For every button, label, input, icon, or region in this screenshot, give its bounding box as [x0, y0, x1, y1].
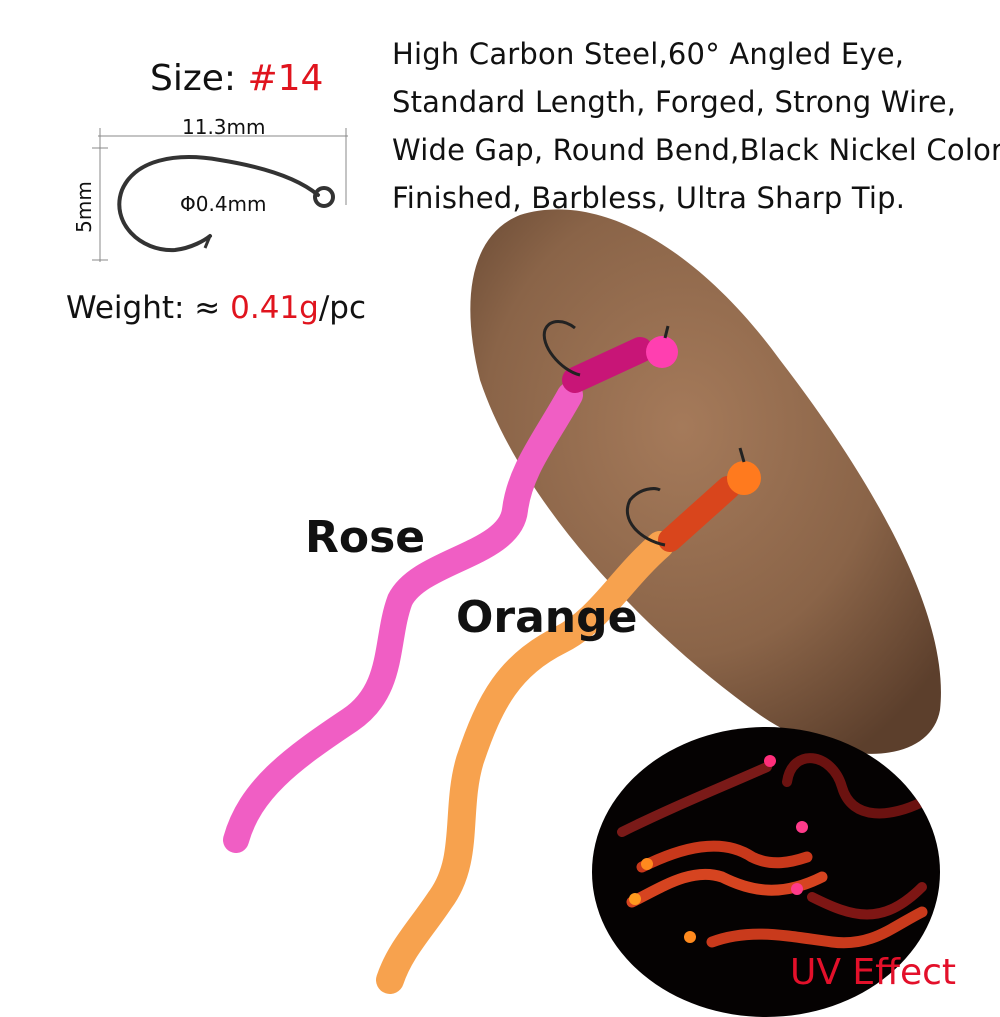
weight-value: 0.41g: [230, 290, 319, 326]
description-line: High Carbon Steel,60° Angled Eye,: [392, 37, 905, 71]
length-dimension: 11.3mm: [182, 115, 266, 139]
rose-bead-head: [646, 336, 678, 368]
orange-hook: [626, 447, 746, 547]
weight-label: Weight: ≈ 0.41g/pc: [66, 290, 366, 326]
size-prefix: Size:: [150, 58, 248, 99]
rose-label: Rose: [305, 512, 426, 563]
uv-worm: [782, 753, 927, 819]
description-line: Standard Length, Forged, Strong Wire,: [392, 85, 957, 119]
weight-suffix: /pc: [318, 290, 367, 326]
uv-effect-inset: [592, 727, 940, 1017]
orange-worm: [376, 531, 674, 994]
uv-worm: [706, 906, 928, 949]
uv-worm: [636, 840, 813, 873]
description-line: Finished, Barbless, Ultra Sharp Tip.: [392, 181, 906, 215]
hook-size-label: Size: #14: [150, 58, 323, 99]
rose-hook: [542, 320, 670, 377]
uv-worm: [626, 868, 828, 908]
orange-jig-body: [658, 476, 740, 552]
uv-worm: [617, 762, 772, 837]
uv-effect-label: UV Effect: [790, 952, 957, 993]
wire-diameter: Φ0.4mm: [180, 192, 267, 216]
orange-bead-head: [727, 461, 761, 495]
uv-worm: [807, 882, 927, 920]
size-value: #14: [247, 58, 324, 99]
orange-label: Orange: [456, 592, 638, 643]
description-line: Wide Gap, Round Bend,Black Nickel Color: [392, 133, 1000, 167]
product-description: High Carbon Steel,60° Angled Eye, Standa…: [392, 30, 1000, 222]
rose-worm: [223, 382, 583, 853]
uv-worms: [617, 753, 928, 949]
weight-prefix: Weight: ≈: [66, 290, 231, 326]
stone: [470, 209, 941, 754]
rose-jig-body: [562, 337, 653, 393]
